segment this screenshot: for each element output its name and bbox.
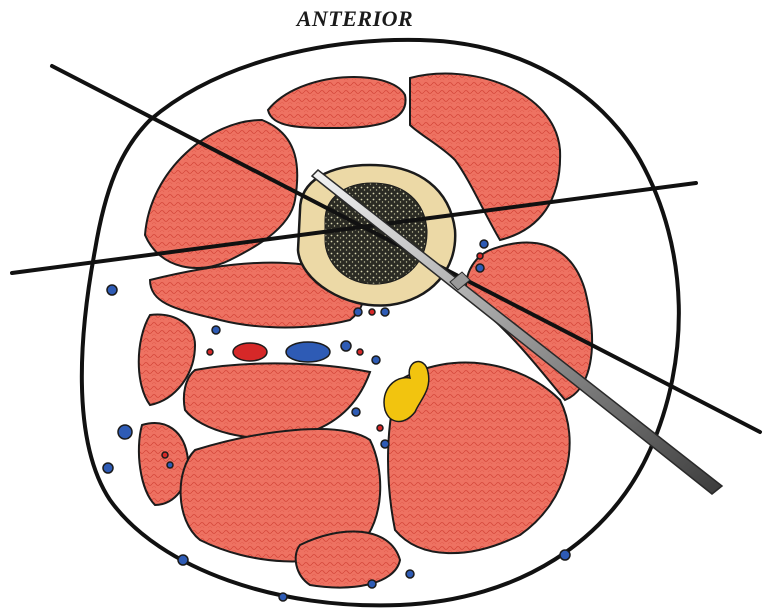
vein-cluster-3	[212, 326, 220, 334]
vein-small-left	[167, 462, 173, 468]
vein-cluster-6	[354, 308, 362, 316]
vein-cluster-1	[341, 341, 351, 351]
vein-cluster-2	[372, 356, 380, 364]
vein-small-7	[406, 570, 414, 578]
artery-cluster-4	[369, 309, 375, 315]
vein-perforator-2	[476, 264, 484, 272]
vein-small-8	[560, 550, 570, 560]
muscle-posterior-bottom	[296, 531, 400, 587]
vein-cluster-7	[381, 308, 389, 316]
vein-perforator-1	[480, 240, 488, 248]
vein-small-2	[118, 425, 132, 439]
vein-cluster-5	[381, 440, 389, 448]
vein-small-3	[103, 463, 113, 473]
artery-perforator-1	[477, 253, 483, 259]
vein-small-5	[279, 593, 287, 601]
vein-cluster-4	[352, 408, 360, 416]
artery-cluster-3	[377, 425, 383, 431]
vein-small-4	[178, 555, 188, 565]
vein-small-6	[368, 580, 376, 588]
artery-cluster-2	[207, 349, 213, 355]
vein-small-1	[107, 285, 117, 295]
artery-small-left	[162, 452, 168, 458]
vein-main	[286, 342, 330, 362]
artery-cluster-1	[357, 349, 363, 355]
artery-main	[233, 343, 267, 361]
